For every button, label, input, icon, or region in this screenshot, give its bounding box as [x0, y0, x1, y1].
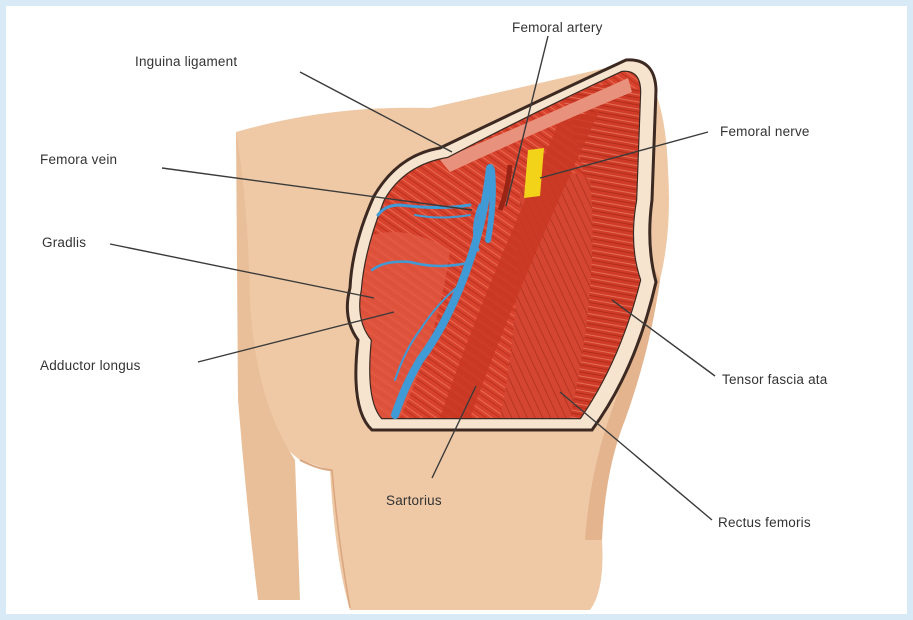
label-adductor-longus: Adductor longus: [40, 358, 141, 373]
label-tensor-fascia-lata: Tensor fascia ata: [722, 372, 828, 387]
label-gracilis: Gradlis: [42, 235, 86, 250]
label-sartorius: Sartorius: [386, 493, 442, 508]
label-inguinal-ligament: Inguina ligament: [135, 54, 237, 69]
label-femoral-artery: Femoral artery: [512, 20, 603, 35]
label-femoral-vein: Femora vein: [40, 152, 117, 167]
label-rectus-femoris: Rectus femoris: [718, 515, 811, 530]
label-femoral-nerve: Femoral nerve: [720, 124, 810, 139]
